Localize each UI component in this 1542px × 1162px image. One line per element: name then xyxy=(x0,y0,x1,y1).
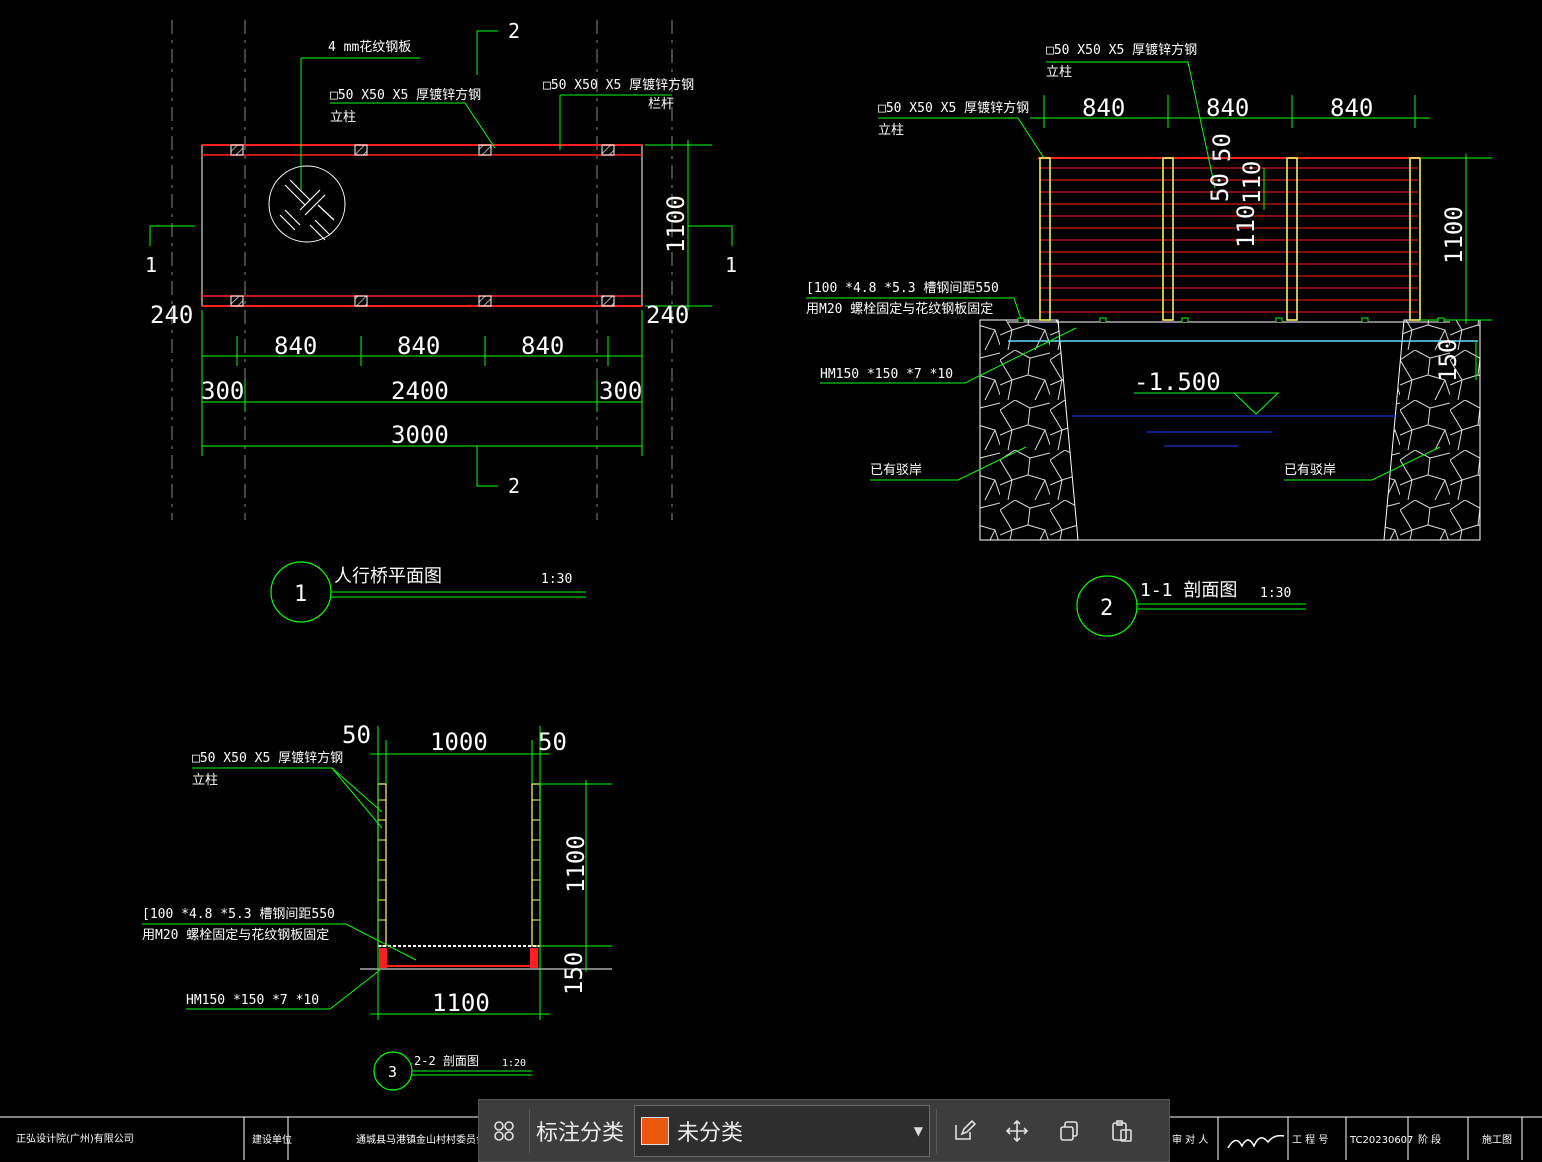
tb-stage-label: 阶 段 xyxy=(1418,1133,1441,1146)
plan-label-post: □50 X50 X5 厚镀锌方钢 xyxy=(330,87,481,103)
plan-label-post-sub: 立柱 xyxy=(330,110,356,125)
plan-title-number: 1 xyxy=(294,582,307,607)
s22-title: 2-2 剖面图 xyxy=(414,1054,479,1068)
s11-dim-110-b: 110 xyxy=(1232,205,1260,248)
tb-company: 正弘设计院(广州)有限公司 xyxy=(16,1132,134,1145)
category-color-swatch xyxy=(641,1116,670,1145)
plan-dim-840-b: 840 xyxy=(397,332,440,360)
deck-outline xyxy=(201,144,643,307)
s11-dim-840-a: 840 xyxy=(1082,94,1125,122)
s22-dim-50-right: 50 xyxy=(538,728,567,756)
s11-scale: 1:30 xyxy=(1260,586,1291,601)
s11-title: 1-1 剖面图 xyxy=(1140,580,1237,601)
s11-title-bubble xyxy=(1076,575,1138,637)
tb-project-no-label: 工 程 号 xyxy=(1292,1134,1328,1146)
move-icon[interactable] xyxy=(991,1100,1043,1161)
plan-view: 4 mm花纹钢板 □50 X50 X5 厚镀锌方钢 立柱 □50 X50 X5 … xyxy=(145,19,737,623)
plan-dim-300-left: 300 xyxy=(201,377,244,405)
plan-dim-840-c: 840 xyxy=(521,332,564,360)
toolbar-divider xyxy=(936,1108,938,1153)
s11-label-left-sub: 立柱 xyxy=(878,123,904,138)
bank-left xyxy=(979,319,1079,541)
tb-project-no: TC20230607 xyxy=(1349,1135,1413,1146)
toolbar-divider xyxy=(529,1108,530,1153)
section-2-2: □50 X50 X5 厚镀锌方钢 立柱 [100 *4.8 *5.3 槽钢间距5… xyxy=(142,721,612,1091)
category-select[interactable]: 未分类 ▼ xyxy=(634,1104,931,1157)
plan-dim-3000: 3000 xyxy=(391,421,449,449)
s22-scale: 1:20 xyxy=(502,1058,526,1069)
s11-label-top-sub: 立柱 xyxy=(1046,65,1072,80)
s22-title-number: 3 xyxy=(388,1063,397,1081)
s11-water-level: -1.500 xyxy=(1134,368,1221,396)
s11-label-left: □50 X50 X5 厚镀锌方钢 xyxy=(878,100,1029,116)
s22-dim-150: 150 xyxy=(560,952,588,995)
annotation-category-label: 标注分类 xyxy=(536,1120,625,1146)
s22-dim-1100-vertical: 1100 xyxy=(562,835,590,893)
s22-label-post: □50 X50 X5 厚镀锌方钢 xyxy=(192,750,343,766)
s11-label-bank-right: 已有驳岸 xyxy=(1284,463,1336,478)
tb-unit-label: 建设单位 xyxy=(252,1133,292,1146)
copy-icon[interactable] xyxy=(1043,1100,1095,1161)
section-1-1: □50 X50 X5 厚镀锌方钢 立柱 □50 X50 X5 厚镀锌方钢 立柱 … xyxy=(806,42,1492,637)
s11-dim-840-c: 840 xyxy=(1330,94,1373,122)
s11-dim-150: 150 xyxy=(1434,339,1462,382)
plan-cut-1-right: 1 xyxy=(725,253,737,277)
s11-dim-50-b: 50 xyxy=(1208,133,1236,162)
plan-dim-1100: 1100 xyxy=(662,195,690,253)
plan-dim-2400: 2400 xyxy=(391,377,449,405)
plan-cut-2-bottom: 2 xyxy=(508,474,520,498)
s11-dim-110-a: 110 xyxy=(1238,161,1266,204)
s22-label-beam: HM150 *150 *7 *10 xyxy=(186,993,319,1008)
plan-label-plate: 4 mm花纹钢板 xyxy=(328,39,411,55)
s22-label-channel: [100 *4.8 *5.3 槽钢间距550 xyxy=(142,907,335,922)
s22-dim-1000: 1000 xyxy=(430,728,488,756)
s22-dim-50-left: 50 xyxy=(342,721,371,749)
s11-dim-50-a: 50 xyxy=(1206,173,1234,202)
plan-label-rail: □50 X50 X5 厚镀锌方钢 xyxy=(543,77,694,93)
s11-label-channel: [100 *4.8 *5.3 槽钢间距550 xyxy=(806,281,999,296)
plan-scale: 1:30 xyxy=(541,572,572,587)
s11-title-number: 2 xyxy=(1100,596,1113,621)
plan-label-rail-sub: 栏杆 xyxy=(648,97,674,112)
paste-icon[interactable] xyxy=(1095,1100,1149,1161)
plan-dim-840-a: 840 xyxy=(274,332,317,360)
bank-right xyxy=(1383,319,1481,541)
edit-icon[interactable] xyxy=(937,1100,991,1161)
signature xyxy=(1227,1134,1285,1149)
s22-dim-1100: 1100 xyxy=(432,989,490,1017)
category-select-value: 未分类 xyxy=(677,1120,744,1146)
s22-label-channel-sub: 用M20 螺栓固定与花纹钢板固定 xyxy=(142,927,329,943)
plan-cut-2-top: 2 xyxy=(508,19,520,43)
plate-pattern-symbol xyxy=(268,165,346,243)
s11-label-beam: HM150 *150 *7 *10 xyxy=(820,367,953,382)
annotation-toolbar: 标注分类 未分类 ▼ xyxy=(478,1099,1170,1162)
tb-stage: 施工图 xyxy=(1482,1133,1512,1146)
chevron-down-icon: ▼ xyxy=(913,1123,924,1138)
s11-dim-1100: 1100 xyxy=(1440,206,1468,264)
s11-label-top: □50 X50 X5 厚镀锌方钢 xyxy=(1046,42,1197,58)
s11-dim-840-b: 840 xyxy=(1206,94,1249,122)
plan-dim-240-right: 240 xyxy=(646,301,689,329)
plan-dim-240-left: 240 xyxy=(150,301,193,329)
s22-label-post-sub: 立柱 xyxy=(192,773,218,788)
plan-title: 人行桥平面图 xyxy=(334,566,442,587)
s11-label-channel-sub: 用M20 螺栓固定与花纹钢板固定 xyxy=(806,301,993,317)
grid-icon[interactable] xyxy=(479,1100,529,1161)
tb-checker: 审 对 人 xyxy=(1172,1133,1208,1146)
plan-dim-300-right: 300 xyxy=(599,377,642,405)
tb-client: 通城县马港镇金山村村委员会 xyxy=(356,1133,486,1146)
plan-cut-1-left: 1 xyxy=(145,253,157,277)
s11-label-bank-left: 已有驳岸 xyxy=(870,463,922,478)
